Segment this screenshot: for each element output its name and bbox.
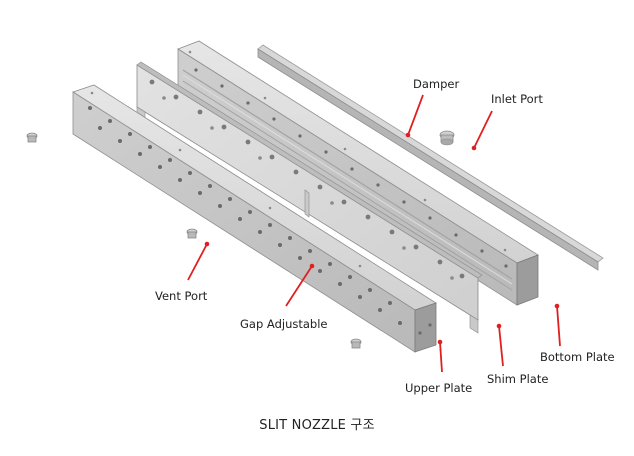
vent-port-fitting-center: [186, 228, 198, 239]
label-bottom-plate: Bottom Plate: [540, 350, 615, 364]
shim-plate-holes: [149, 79, 465, 280]
label-upper-plate: Upper Plate: [405, 381, 473, 395]
label-vent-port: Vent Port: [155, 289, 208, 303]
damper-strip: [257, 44, 604, 271]
callout-inlet-port: [471, 110, 493, 151]
callout-gap-adjustable: [285, 263, 315, 307]
diagram-caption: SLIT NOZZLE 구조: [259, 418, 375, 433]
bottom-plate-holes: [188, 50, 508, 268]
vent-port-fitting-bottom: [350, 338, 362, 349]
callout-shim-plate: [496, 323, 504, 367]
callout-damper: [405, 94, 424, 138]
label-inlet-port: Inlet Port: [491, 92, 543, 106]
callout-upper-plate: [437, 339, 443, 373]
shim-plate: [136, 61, 483, 334]
callout-vent-port: [187, 241, 210, 281]
label-damper: Damper: [413, 77, 460, 91]
label-shim-plate: Shim Plate: [487, 372, 549, 386]
upper-plate-holes: [88, 91, 432, 335]
callout-bottom-plate: [554, 303, 561, 347]
bottom-plate: [177, 40, 539, 306]
inlet-port-fitting: [439, 130, 455, 146]
upper-plate: [72, 84, 437, 353]
vent-port-fitting-left: [26, 132, 38, 143]
label-gap-adjustable: Gap Adjustable: [240, 317, 328, 331]
